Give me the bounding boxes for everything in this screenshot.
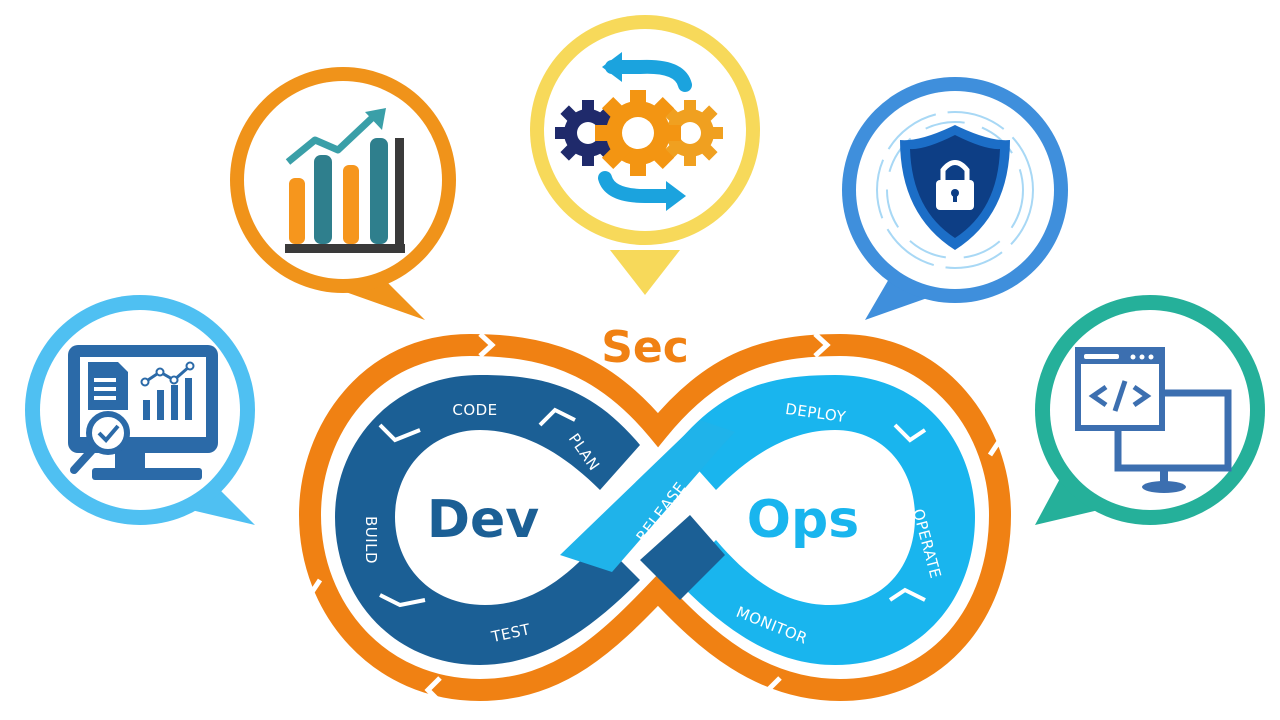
dev-loop: CODE PLAN BUILD TEST [335, 375, 640, 665]
stage-code: CODE [452, 401, 497, 419]
bubble-automation [530, 15, 760, 295]
ops-loop: DEPLOY OPERATE MONITOR [676, 375, 975, 665]
sec-title: Sec [601, 322, 689, 373]
bubble-growth [230, 67, 456, 320]
crossing-under [640, 515, 725, 600]
bubble-monitoring [25, 295, 255, 525]
ops-word: Ops [747, 490, 859, 550]
bubble-development [1035, 295, 1265, 525]
bar-chart-growth-icon [285, 108, 405, 253]
dev-word: Dev [427, 490, 539, 550]
infinity-loop: Sec CODE PLAN BUILD TEST DEPLOY OPERATE … [297, 322, 1013, 704]
gears-cycle-icon [555, 52, 723, 211]
bubble-security [842, 77, 1068, 320]
shield-lock-icon [876, 111, 1034, 269]
code-window-icon [1075, 347, 1232, 493]
stage-build: BUILD [362, 516, 380, 564]
outer-sec-ring [297, 332, 1013, 704]
monitor-analytics-icon [68, 345, 218, 480]
